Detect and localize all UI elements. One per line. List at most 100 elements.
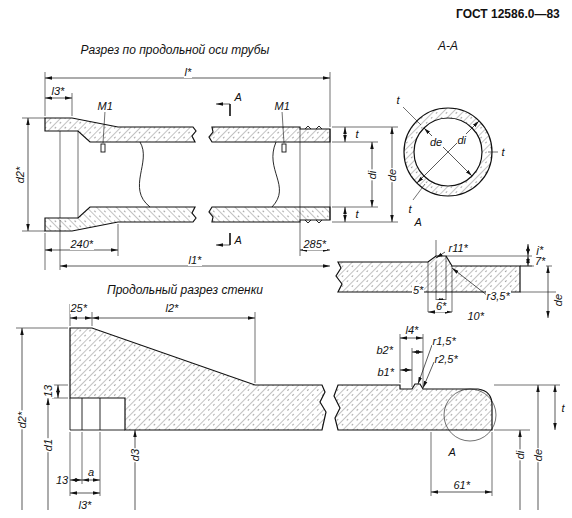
dimension-label: A [234, 234, 243, 246]
line-art [334, 384, 492, 430]
line-art [400, 370, 412, 371]
dimension-label: 61* [453, 479, 472, 491]
dimension-label: d1 [42, 438, 54, 452]
line-art [282, 144, 286, 152]
dimension-label: d2* [14, 166, 26, 185]
view-heading: Разрез по продольной оси трубы [80, 44, 271, 57]
dimension-label: M1 [274, 100, 291, 112]
line-art [139, 142, 150, 207]
line-art [436, 252, 445, 258]
line-art [418, 345, 432, 384]
dimension-label: 285* [303, 238, 328, 250]
dimension-label: de [386, 168, 398, 182]
line-art [82, 480, 100, 481]
dimension-label: 10* [467, 310, 486, 322]
line-art [70, 328, 326, 430]
dimension-label: di [457, 134, 468, 146]
line-art [70, 480, 82, 481]
line-art [28, 118, 29, 231]
dimension-label: l3* [78, 499, 93, 511]
line-art [70, 318, 92, 319]
dimension-label: l* [184, 66, 193, 78]
line-art [300, 129, 330, 220]
line-art [216, 104, 230, 105]
line-art [45, 72, 330, 127]
pipe-wall [45, 118, 330, 142]
line-art [16, 328, 68, 329]
line-art [45, 118, 196, 142]
line-art [103, 111, 284, 143]
dimension-label: A [234, 91, 243, 103]
dimension-label: 5* [412, 284, 424, 296]
line-art [423, 362, 434, 388]
line-art [58, 385, 59, 398]
line-art [272, 142, 279, 207]
line-art [52, 385, 68, 398]
dimension-label: l3* [51, 85, 66, 97]
line-art [528, 244, 529, 256]
dimension-label: l2* [165, 302, 180, 314]
line-art [48, 398, 49, 510]
line-art [452, 268, 488, 296]
dimension-label: t [408, 203, 413, 215]
dimension-label: de [552, 293, 564, 307]
dimension-label: a [87, 466, 95, 478]
line-art [528, 256, 529, 266]
dimension-label: t [355, 128, 360, 140]
line-art [229, 104, 231, 245]
line-art [417, 121, 479, 183]
line-art [70, 432, 100, 496]
standard-title: ГОСТ 12586.0—83 [456, 7, 560, 21]
line-art [216, 245, 230, 246]
view-heading: A-A [437, 40, 459, 53]
line-art [45, 98, 72, 99]
dimension-label: d2* [16, 411, 28, 430]
line-art [548, 266, 549, 318]
line-art [345, 207, 346, 222]
dimension-label: 13 [55, 474, 69, 486]
dimension-label: 13 [42, 384, 54, 398]
dimension-label: di [514, 450, 526, 461]
line-art [305, 126, 322, 129]
dimension-label: 25* [70, 302, 89, 314]
dimension-label: d3 [129, 448, 141, 462]
dimension-label: l4* [405, 324, 420, 336]
line-art [431, 492, 492, 493]
line-art [209, 127, 330, 142]
dimension-label: 240* [70, 238, 95, 250]
dimension-label: r2,5* [434, 353, 459, 365]
dimension-label: t [561, 402, 566, 414]
line-art [92, 318, 255, 319]
dimension-label: t [396, 94, 401, 106]
line-art [444, 389, 496, 441]
dimension-label: r11* [448, 242, 469, 254]
line-art [70, 493, 100, 494]
dimension-label: 6* [435, 300, 447, 312]
line-art [400, 338, 423, 339]
dimension-label: A [414, 216, 423, 228]
line-art [70, 398, 125, 430]
line-art [45, 220, 300, 270]
view-heading: Продольный разрез стенки [106, 284, 264, 297]
line-art [403, 107, 498, 200]
line-art [555, 385, 556, 430]
dimension-label: t [355, 208, 360, 220]
dimension-label: di [366, 170, 378, 181]
line-art [428, 240, 556, 312]
dimension-label: t [501, 146, 506, 158]
dimension-label: de [532, 448, 544, 462]
line-art [412, 352, 423, 353]
line-art [345, 127, 346, 142]
line-art [45, 207, 330, 231]
line-art [60, 131, 78, 218]
line-art [135, 430, 136, 510]
dimension-label: de [429, 136, 443, 148]
line-art [424, 128, 472, 176]
dimension-label: b1* [377, 366, 396, 378]
dimension-label: 7* [534, 255, 546, 267]
line-art [520, 430, 521, 510]
dimension-label: b2* [376, 344, 395, 356]
